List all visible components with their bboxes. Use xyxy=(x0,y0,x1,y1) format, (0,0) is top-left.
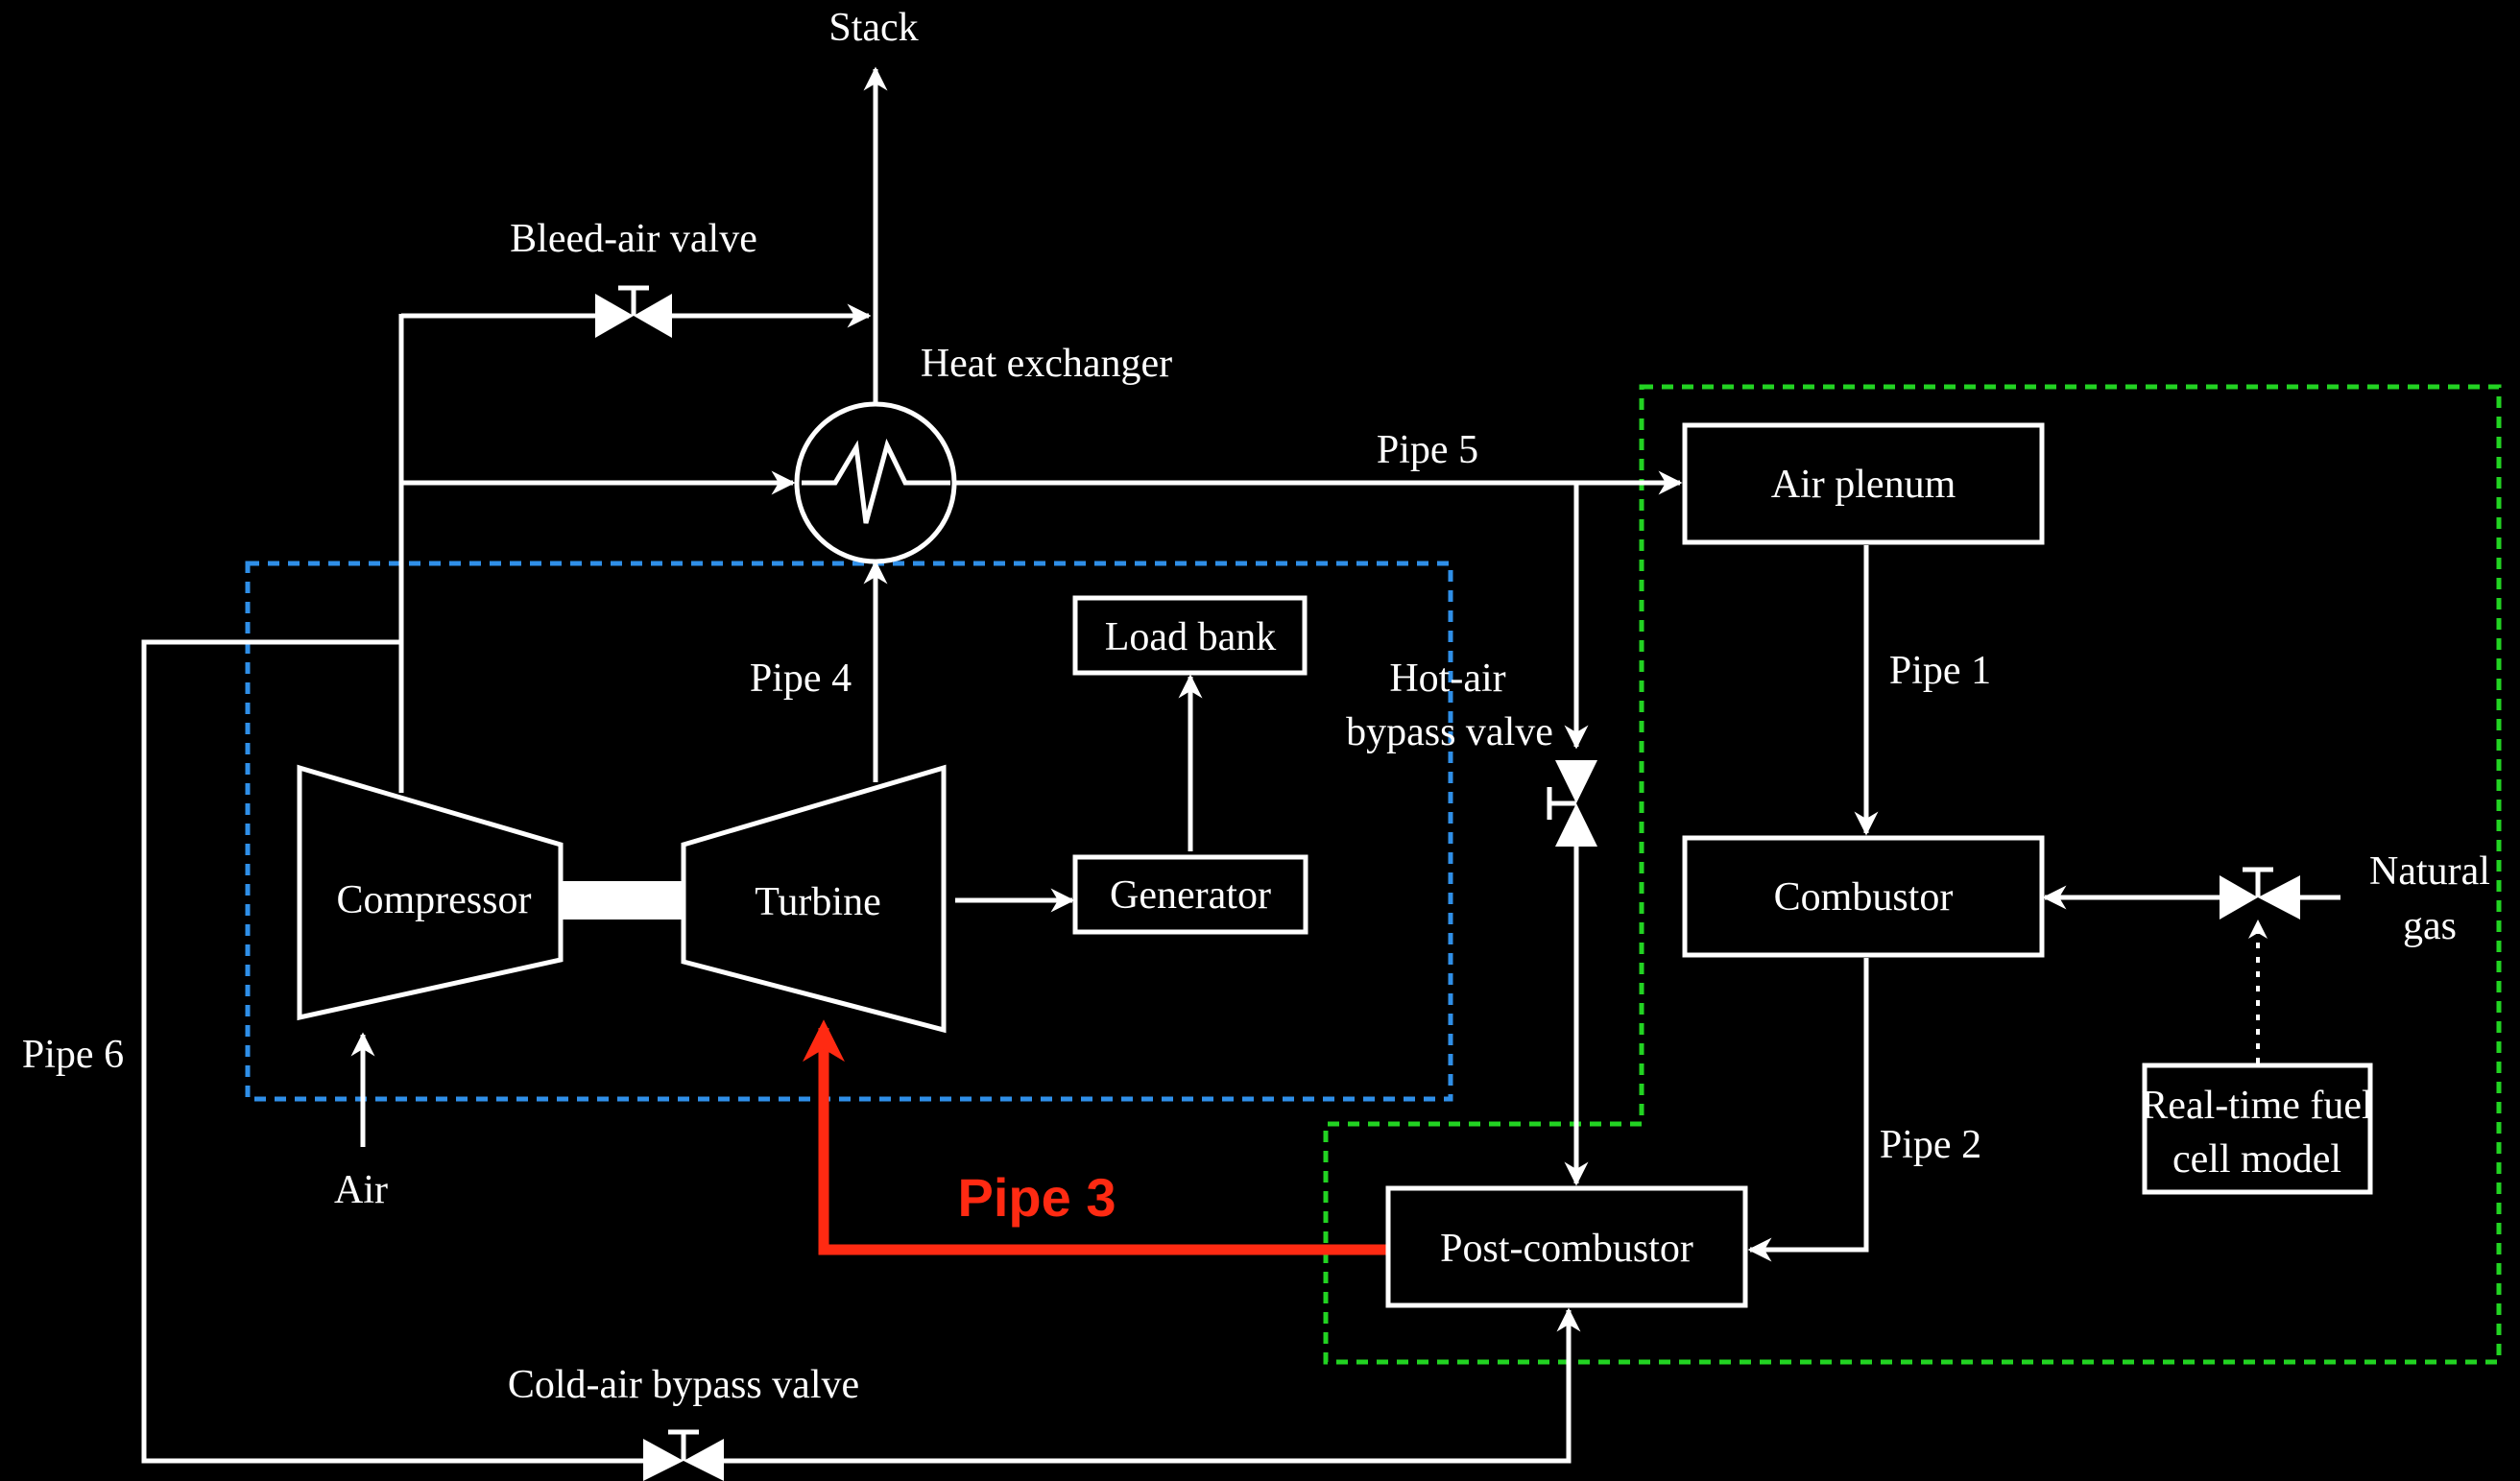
bleed-air-valve-icon xyxy=(595,285,672,338)
fuel-cell-model-box xyxy=(2142,1063,2373,1195)
pipe4-label: Pipe 4 xyxy=(750,657,852,701)
heat-exchanger-icon xyxy=(794,401,957,564)
fuel-cell-model-label-line1: Real-time fuel xyxy=(2141,1084,2372,1128)
pipe3-label: Pipe 3 xyxy=(958,1167,1116,1228)
hot-air-bypass-valve-icon xyxy=(1547,760,1597,847)
natural-gas-label-line1: Natural xyxy=(2369,849,2490,894)
pipe2-label: Pipe 2 xyxy=(1880,1123,1981,1167)
hot-air-bypass-valve-label-line2: bypass valve xyxy=(1346,710,1553,754)
generator-box xyxy=(1072,854,1308,935)
natural-gas-valve-icon xyxy=(2220,867,2300,920)
air-plenum-box xyxy=(1682,422,2045,545)
hot-air-bypass-valve-label-line1: Hot-air xyxy=(1389,657,1505,701)
air-label: Air xyxy=(334,1168,388,1212)
compressor xyxy=(297,764,564,1021)
fuel-cell-boundary xyxy=(1323,384,2502,1365)
pipe6-line xyxy=(141,639,643,1464)
flow-lines xyxy=(141,66,2340,1464)
pipe2-line xyxy=(1747,958,1869,1262)
load-bank-box xyxy=(1072,595,1308,676)
cold-air-bypass-valve-icon xyxy=(643,1429,724,1481)
turbine xyxy=(681,764,947,1034)
bleed-air-valve-label: Bleed-air valve xyxy=(510,217,757,261)
stack-label: Stack xyxy=(828,6,918,50)
cold-air-bypass-valve-label: Cold-air bypass valve xyxy=(508,1363,859,1407)
pipe3-line xyxy=(803,1019,1387,1255)
turbine-label: Turbine xyxy=(755,880,880,924)
post-combustor-label: Post-combustor xyxy=(1440,1227,1693,1271)
combustor-box xyxy=(1682,835,2045,958)
compressor-label: Compressor xyxy=(337,878,532,922)
air-plenum-label: Air plenum xyxy=(1771,463,1956,507)
turbomachinery-boundary xyxy=(245,561,1453,1102)
pipe5-label: Pipe 5 xyxy=(1377,428,1478,472)
post-combustor-box xyxy=(1385,1185,1748,1308)
fuel-cell-model-label-line2: cell model xyxy=(2172,1137,2341,1182)
combustor-label: Combustor xyxy=(1774,875,1954,920)
natural-gas-label-line2: gas xyxy=(2403,904,2457,948)
cold-air-bypass-line xyxy=(724,1307,1581,1464)
shaft xyxy=(561,881,684,920)
pipe6-label: Pipe 6 xyxy=(22,1033,124,1077)
generator-label: Generator xyxy=(1110,873,1271,918)
heat-exchanger-label: Heat exchanger xyxy=(921,342,1172,386)
pipe1-label: Pipe 1 xyxy=(1889,649,1991,693)
load-bank-label: Load bank xyxy=(1105,615,1276,659)
